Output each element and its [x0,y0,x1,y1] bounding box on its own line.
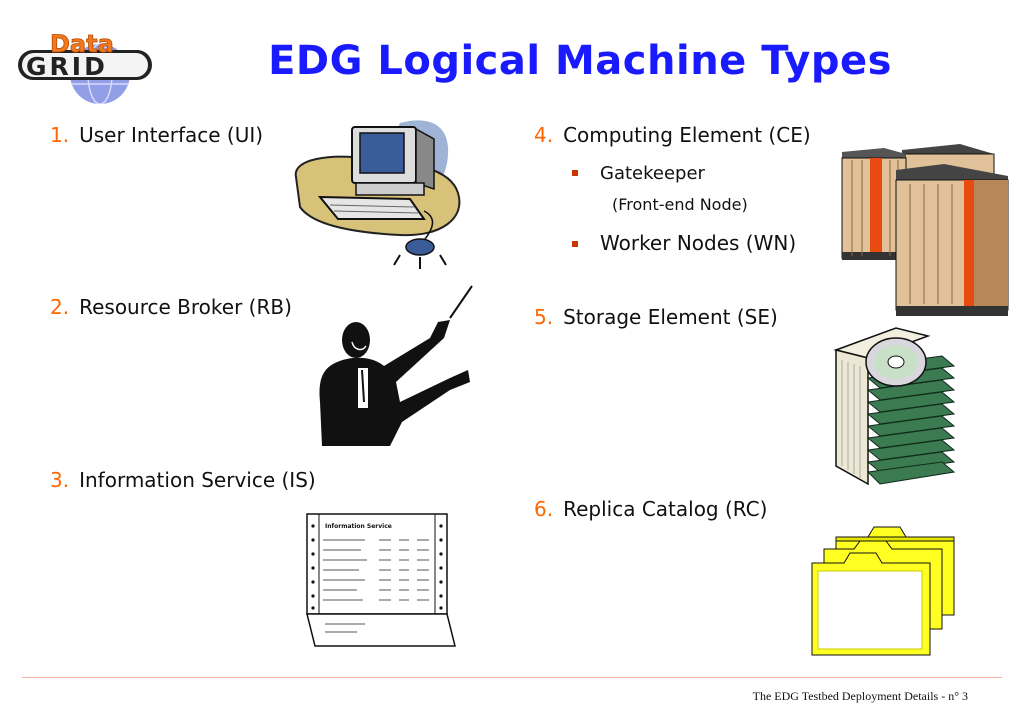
information-report-icon: Information Service [305,512,457,648]
footer-text: The EDG Testbed Deployment Details - n° … [752,689,968,703]
item-number: 1. [50,123,70,147]
item-label: Storage Element (SE) [563,305,778,329]
item-number: 2. [50,295,70,319]
subitem-worker-nodes: Worker Nodes (WN) [572,231,796,255]
logo-data-text: Data [50,30,114,58]
list-item-se: 5. Storage Element (SE) [534,305,778,329]
item-label: User Interface (UI) [79,123,264,147]
item-label: Computing Element (CE) [563,123,811,147]
item-number: 6. [534,497,554,521]
conductor-icon [300,282,480,447]
subitem-detail: (Front-end Node) [612,195,748,214]
page-title: EDG Logical Machine Types [268,38,892,84]
list-item-rc: 6. Replica Catalog (RC) [534,497,767,521]
folders-icon [808,525,958,657]
disk-stack-icon [832,326,958,488]
subitem-gatekeeper: Gatekeeper [572,163,705,184]
logo-grid-text: GRID [26,52,108,81]
datagrid-logo: Data GRID [14,28,154,105]
item-label: Replica Catalog (RC) [563,497,768,521]
report-heading: Information Service [325,523,392,530]
list-item-is: 3. Information Service (IS) [50,468,316,492]
bullet-icon [572,241,578,247]
list-item-rb: 2. Resource Broker (RB) [50,295,292,319]
footer-divider [22,677,1002,678]
bullet-icon [572,170,578,176]
item-label: Information Service (IS) [79,468,316,492]
subitem-label: Gatekeeper [600,163,705,184]
item-label: Resource Broker (RB) [79,295,292,319]
server-racks-icon [840,140,1010,318]
list-item-ce: 4. Computing Element (CE) [534,123,811,147]
item-number: 5. [534,305,554,329]
computer-workstation-icon [290,115,470,270]
subitem-label: Worker Nodes (WN) [600,231,797,255]
list-item-ui: 1. User Interface (UI) [50,123,263,147]
item-number: 3. [50,468,70,492]
item-number: 4. [534,123,554,147]
